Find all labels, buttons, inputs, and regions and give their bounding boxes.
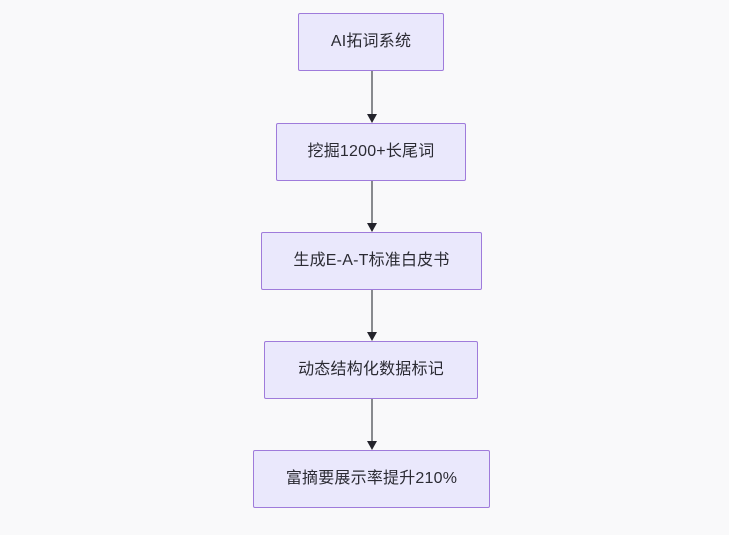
flowchart-node-2[interactable]: 挖掘1200+长尾词 <box>276 123 466 181</box>
edge-line <box>371 181 373 224</box>
arrowhead-icon <box>367 114 377 123</box>
arrowhead-icon <box>367 441 377 450</box>
edge-connector <box>367 399 377 450</box>
flowchart-node-4[interactable]: 动态结构化数据标记 <box>264 341 478 399</box>
node-label: 生成E-A-T标准白皮书 <box>293 252 450 270</box>
node-label: 富摘要展示率提升210% <box>285 470 458 488</box>
arrowhead-icon <box>367 223 377 232</box>
arrowhead-icon <box>367 332 377 341</box>
edge-line <box>371 399 373 442</box>
node-label: 动态结构化数据标记 <box>298 361 444 379</box>
flowchart-node-3[interactable]: 生成E-A-T标准白皮书 <box>261 232 482 290</box>
edge-connector <box>367 71 377 123</box>
node-label: 挖掘1200+长尾词 <box>307 143 435 161</box>
edge-line <box>371 290 373 333</box>
flowchart-node-1[interactable]: AI拓词系统 <box>298 13 444 71</box>
edge-connector <box>367 181 377 232</box>
node-label: AI拓词系统 <box>330 33 412 51</box>
edge-line <box>371 71 373 115</box>
flowchart-node-5[interactable]: 富摘要展示率提升210% <box>253 450 490 508</box>
edge-connector <box>367 290 377 341</box>
